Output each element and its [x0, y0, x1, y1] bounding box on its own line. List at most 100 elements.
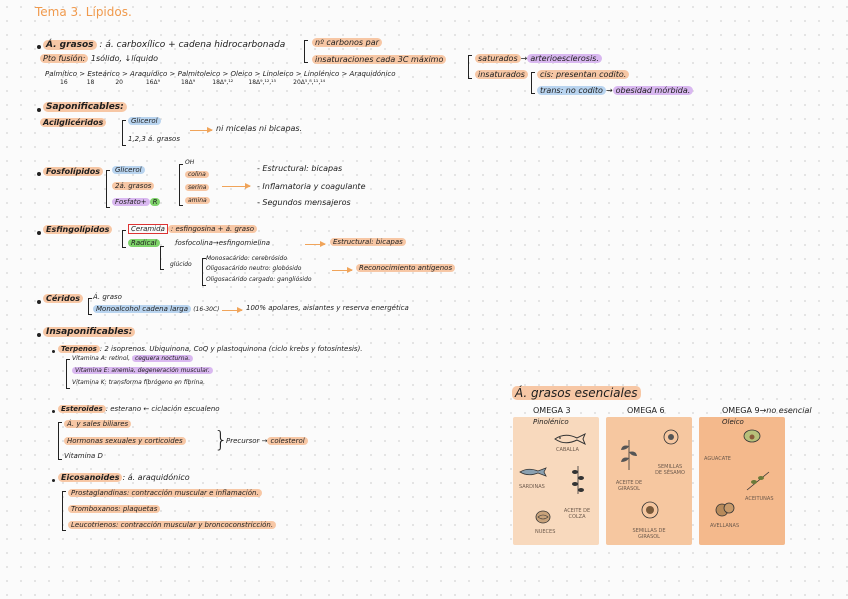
page-title: Tema 3. Lípidos.: [35, 5, 132, 19]
trans: trans: no codito: [537, 86, 606, 95]
fosfo-function-1: - Estructural: bicapas: [257, 164, 343, 173]
fish-icon: [554, 432, 586, 446]
insaponificables-label: Insaponificables:: [43, 327, 136, 337]
bracket: [122, 120, 126, 146]
ceridos-item-2: Monoalcohol cadena larga: [93, 305, 191, 313]
omega3-sub: Pinolénico: [533, 418, 569, 426]
esteroide-item-2: Hormonas sexuales y corticoides: [64, 437, 186, 445]
fatty-acid-series-sub: 16 18 20 16Δ⁹ 18Δ⁹ 18Δ⁹,¹² 18Δ⁹,¹²,¹⁵ 20…: [60, 79, 326, 86]
fosfo-function-2: - Inflamatoria y coagulante: [257, 182, 366, 191]
sardine-icon: [519, 467, 547, 477]
fosfo-r-tag: R: [149, 198, 161, 206]
glucido-label: glúcido: [170, 261, 192, 268]
fosfo-fosfato: Fosfato+: [112, 198, 150, 206]
eicosanoides-def: : á. araquidónico: [122, 473, 190, 482]
eicosanoides-label: Eicosanoides: [58, 473, 123, 482]
ceridos-note: (16-30C): [193, 306, 220, 313]
sunflower-icon: [641, 501, 659, 519]
label-aceite-colza: ACEITE DE COLZA: [563, 508, 591, 520]
ceramida: Ceramida: [128, 224, 168, 234]
fosfo-glicerol: Glicerol: [112, 166, 145, 174]
bracket: [122, 230, 126, 248]
bracket: [106, 170, 110, 208]
esteroides-def: : esterano ← ciclación escualeno: [105, 405, 220, 413]
tromboxanos: Tromboxanos: plaquetas: [68, 505, 161, 513]
group-serina: serina: [185, 184, 210, 191]
acilgliceridos-label: Acilglicéridos: [40, 118, 107, 127]
saturados: saturados: [475, 54, 521, 63]
precursor: Precursor: [226, 437, 260, 445]
avocado-icon: [743, 429, 761, 443]
acil-result: ni micelas ni bicapas.: [216, 124, 303, 133]
esenciales-title: Á. grasos esenciales: [512, 386, 641, 400]
glucido-item-2: Oligosacárido neutro: globósido: [206, 265, 302, 272]
trans-result: obesidad mórbida.: [612, 86, 694, 95]
bracket: [531, 72, 535, 94]
glucido-item-3: Oligosacárido cargado: gangliósido: [206, 276, 312, 283]
ceridos-label: Céridos: [43, 294, 83, 303]
label-avellanas: AVELLANAS: [710, 523, 740, 529]
omega6-name: OMEGA 6: [627, 406, 665, 415]
bracket: [66, 359, 70, 389]
olive-icon: [746, 471, 770, 491]
vitamina-k: Vitamina K: transforma fibrógeno en fibr…: [72, 379, 205, 386]
bullet: [52, 410, 55, 413]
label-aceitunas: ACEITUNAS: [745, 496, 774, 502]
bracket: [304, 40, 308, 63]
cis: cis: presentan codito.: [537, 70, 630, 79]
terpenos-label: Terpenos: [58, 345, 100, 353]
label-semillas-sesamo: SEMILLAS DE SÉSAMO: [655, 464, 685, 476]
bullet: [37, 231, 41, 235]
terpenos-def: : 2 isoprenos. Ubiquinona, CoQ y plastoq…: [99, 345, 363, 353]
acil-glicerol: Glicerol: [128, 117, 161, 125]
colesterol: colesterol: [267, 437, 308, 445]
hazelnut-icon: [715, 502, 735, 517]
insaturados: insaturados: [475, 70, 528, 79]
bullet: [37, 300, 41, 304]
radical: Radical: [128, 239, 160, 247]
group-colina: colina: [185, 171, 209, 178]
acidos-grasos-def: : á. carboxílico + cadena hidrocarbonada: [99, 40, 286, 50]
label-aceite-girasol: ACEITE DE GIRASOL: [615, 480, 643, 492]
label-nueces: NUECES: [535, 529, 556, 535]
vitamina-e: Vitamina E: anemia, degeneración muscula…: [72, 367, 213, 374]
glucido-item-1: Monosacárido: cerebrósido: [206, 255, 288, 262]
saturados-result: arterioesclerosis.: [527, 54, 602, 63]
group-oh: OH: [185, 159, 195, 166]
bracket: [58, 422, 62, 460]
fosfocolina: fosfocolina→esfingomielina: [175, 239, 271, 247]
acil-grasos: 1,2,3 á. grasos: [128, 135, 180, 143]
esfingolipidos-label: Esfingolípidos: [43, 225, 113, 234]
bullet: [37, 172, 41, 176]
arrow: [332, 267, 353, 273]
fatty-acid-series: Palmítico > Esteárico > Araquídico > Pal…: [45, 70, 396, 78]
fosfo-result: Estructural: bicapas: [330, 238, 406, 246]
fosfolipidos-label: Fosfolípidos: [43, 167, 104, 176]
prostaglandinas: Prostaglandinas: contracción muscular e …: [68, 489, 262, 497]
bracket: [62, 491, 66, 531]
arrow: [222, 307, 243, 313]
vitamina-a-extra: ceguera nocturna.: [132, 355, 194, 362]
walnut-icon: [535, 510, 551, 524]
brace: }: [214, 428, 228, 453]
esteroides-label: Esteroides: [58, 405, 106, 413]
acidos-grasos-line: Á. grasos : á. carboxílico + cadena hidr…: [43, 40, 285, 50]
sesame-seed-icon: [663, 429, 679, 445]
group-amina: amina: [185, 197, 210, 204]
ceridos-item-1: Á. graso: [93, 293, 122, 301]
label-sardinas: SARDINAS: [519, 484, 545, 490]
ceridos-result: 100% apolares, aislantes y reserva energ…: [246, 304, 409, 312]
esteroide-item-1: Á. y sales biliares: [64, 420, 132, 428]
colza-plant-icon: [572, 466, 584, 494]
omega9-sub: Oleico: [722, 418, 744, 426]
bracket: [468, 55, 472, 79]
arrow: [190, 127, 213, 133]
fosfo-function-3: - Segundos mensajeros: [257, 198, 351, 207]
bullet: [37, 333, 41, 337]
n-carbonos: nº carbonos par: [312, 38, 382, 47]
esteroide-item-3: Vitamina D: [64, 452, 103, 460]
vitamina-a: Vitamina A: retinol,: [72, 355, 131, 362]
label-aguacate: AGUACATE: [704, 456, 731, 462]
bullet: [37, 108, 41, 112]
insaturaciones: insaturaciones cada 3C máximo: [312, 55, 447, 64]
